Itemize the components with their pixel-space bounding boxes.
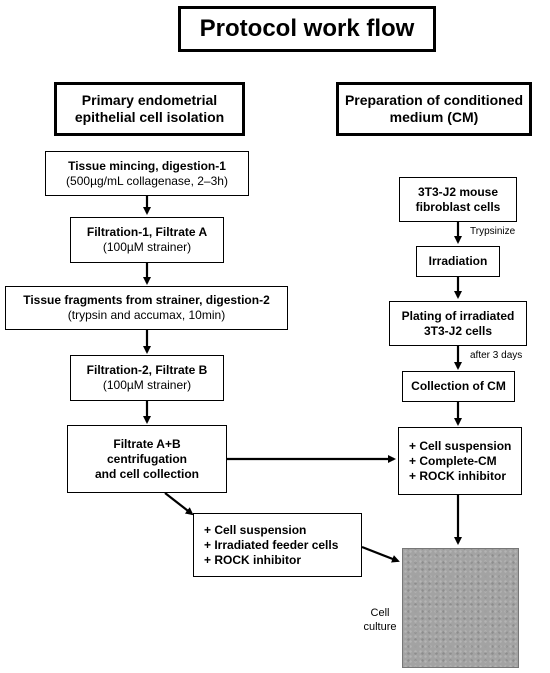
right-header-line-1: Preparation of conditioned [344,91,524,108]
cell-culture-label: Cell culture [360,606,400,635]
step-filtration-2-title: Filtration-2, Filtrate B [86,363,208,377]
step-collection-cm: Collection of CM [402,371,515,402]
right-mix-item: + Complete-CM [409,453,497,468]
step-digestion-2: Tissue fragments from strainer, digestio… [5,286,288,330]
cell-culture-label-line-1: Cell [370,607,390,619]
right-header-box: Preparation of conditioned medium (CM) [336,82,532,136]
step-centrifugation-line-2: centrifugation [107,451,187,466]
step-digestion-2-title: Tissue fragments from strainer, digestio… [23,293,270,307]
step-filtration-1: Filtration-1, Filtrate A (100µM strainer… [70,217,224,263]
right-mix-item: + ROCK inhibitor [409,468,506,483]
left-header-line-2: epithelial cell isolation [74,109,225,125]
step-centrifugation: Filtrate A+B centrifugation and cell col… [67,425,227,493]
right-header-line-2: medium (CM) [389,109,479,125]
step-digestion-1: Tissue mincing, digestion-1 (500µg/mL co… [45,151,249,196]
step-plating-line-2: 3T3-J2 cells [423,323,493,338]
bottom-mix-item: + Cell suspension [204,522,307,537]
step-plating: Plating of irradiated 3T3-J2 cells [389,301,527,346]
step-filtration-1-detail: (100µM strainer) [102,240,192,254]
left-header-box: Primary endometrial epithelial cell isol… [54,82,245,136]
bottom-mix-item: + ROCK inhibitor [204,552,301,567]
right-mix-item: + Cell suspension [409,438,512,453]
step-digestion-1-detail: (500µg/mL collagenase, 2–3h) [66,173,228,188]
step-fibroblast-line-2: fibroblast cells [415,199,501,214]
arrow-filtrate-to-bottom-mix [164,492,194,516]
bottom-mix-item: + Irradiated feeder cells [204,537,339,552]
step-filtration-2-detail: (100µM strainer) [102,378,192,392]
step-digestion-1-title: Tissue mincing, digestion-1 [68,158,226,173]
step-fibroblast-cells: 3T3-J2 mouse fibroblast cells [399,177,517,222]
right-mix-box: + Cell suspension + Complete-CM + ROCK i… [398,427,522,495]
note-trypsinize: Trypsinize [470,226,516,237]
step-fibroblast-line-1: 3T3-J2 mouse [417,184,499,199]
note-after-3-days: after 3 days [470,350,523,361]
step-filtration-1-title: Filtration-1, Filtrate A [86,225,208,239]
cell-culture-image [402,548,519,668]
arrow-bottom-mix-to-culture [361,545,400,563]
page-title: Protocol work flow [199,15,415,42]
page-title-box: Protocol work flow [178,6,436,52]
cell-culture-label-line-2: culture [363,621,397,634]
step-irradiation: Irradiation [416,246,500,277]
step-plating-line-1: Plating of irradiated [401,308,515,323]
step-digestion-2-detail: (trypsin and accumax, 10min) [67,308,226,322]
step-collection-cm-title: Collection of CM [411,379,506,393]
step-centrifugation-line-3: and cell collection [94,466,200,481]
left-header-line-1: Primary endometrial [81,91,218,108]
step-filtration-2: Filtration-2, Filtrate B (100µM strainer… [70,355,224,401]
step-irradiation-title: Irradiation [428,254,488,268]
step-centrifugation-line-1: Filtrate A+B [113,436,181,451]
bottom-mix-box: + Cell suspension + Irradiated feeder ce… [193,513,362,577]
